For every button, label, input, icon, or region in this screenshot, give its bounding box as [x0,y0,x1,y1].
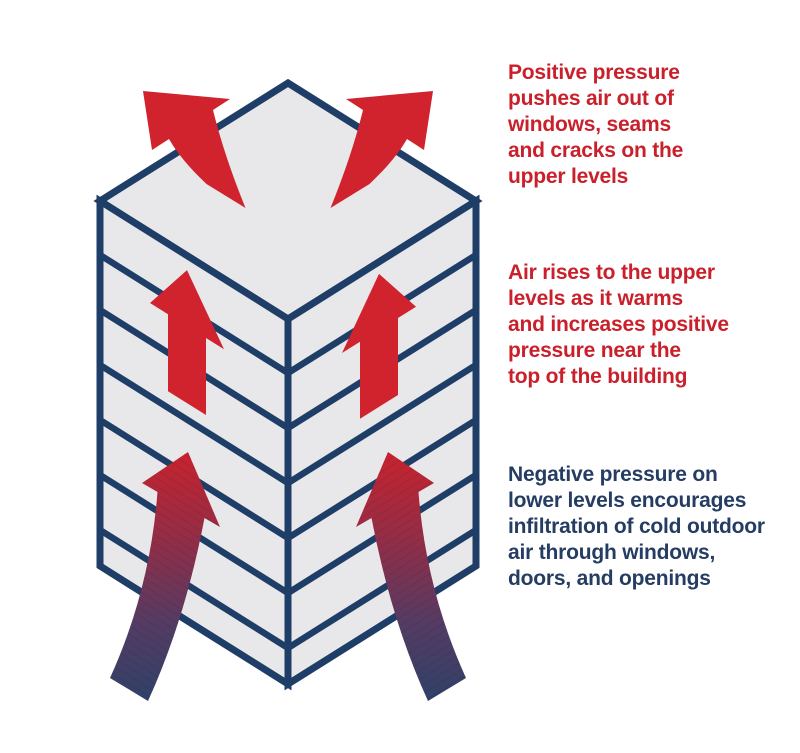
annotation-negative-pressure: Negative pressure on lower levels encour… [508,463,765,590]
floor-line [286,362,478,486]
cold-air-arrows [110,452,466,701]
floor-line [98,527,290,651]
annotation-positive-pressure: Positive pressure pushes air out of wind… [508,61,684,188]
floor-line [286,527,478,651]
red-arrows [143,91,433,419]
rising-air-arrow-right-icon [342,273,416,419]
rising-air-arrow-left-icon [150,270,224,415]
exhaust-arrow-right-icon [330,91,433,208]
infiltration-arrow-right-texture [356,452,466,701]
exhaust-arrow-left-icon [143,91,246,208]
annotation-air-rises: Air rises to the upper levels as it warm… [508,261,729,388]
infiltration-arrow-left-texture [110,452,220,701]
floor-line [98,362,290,486]
